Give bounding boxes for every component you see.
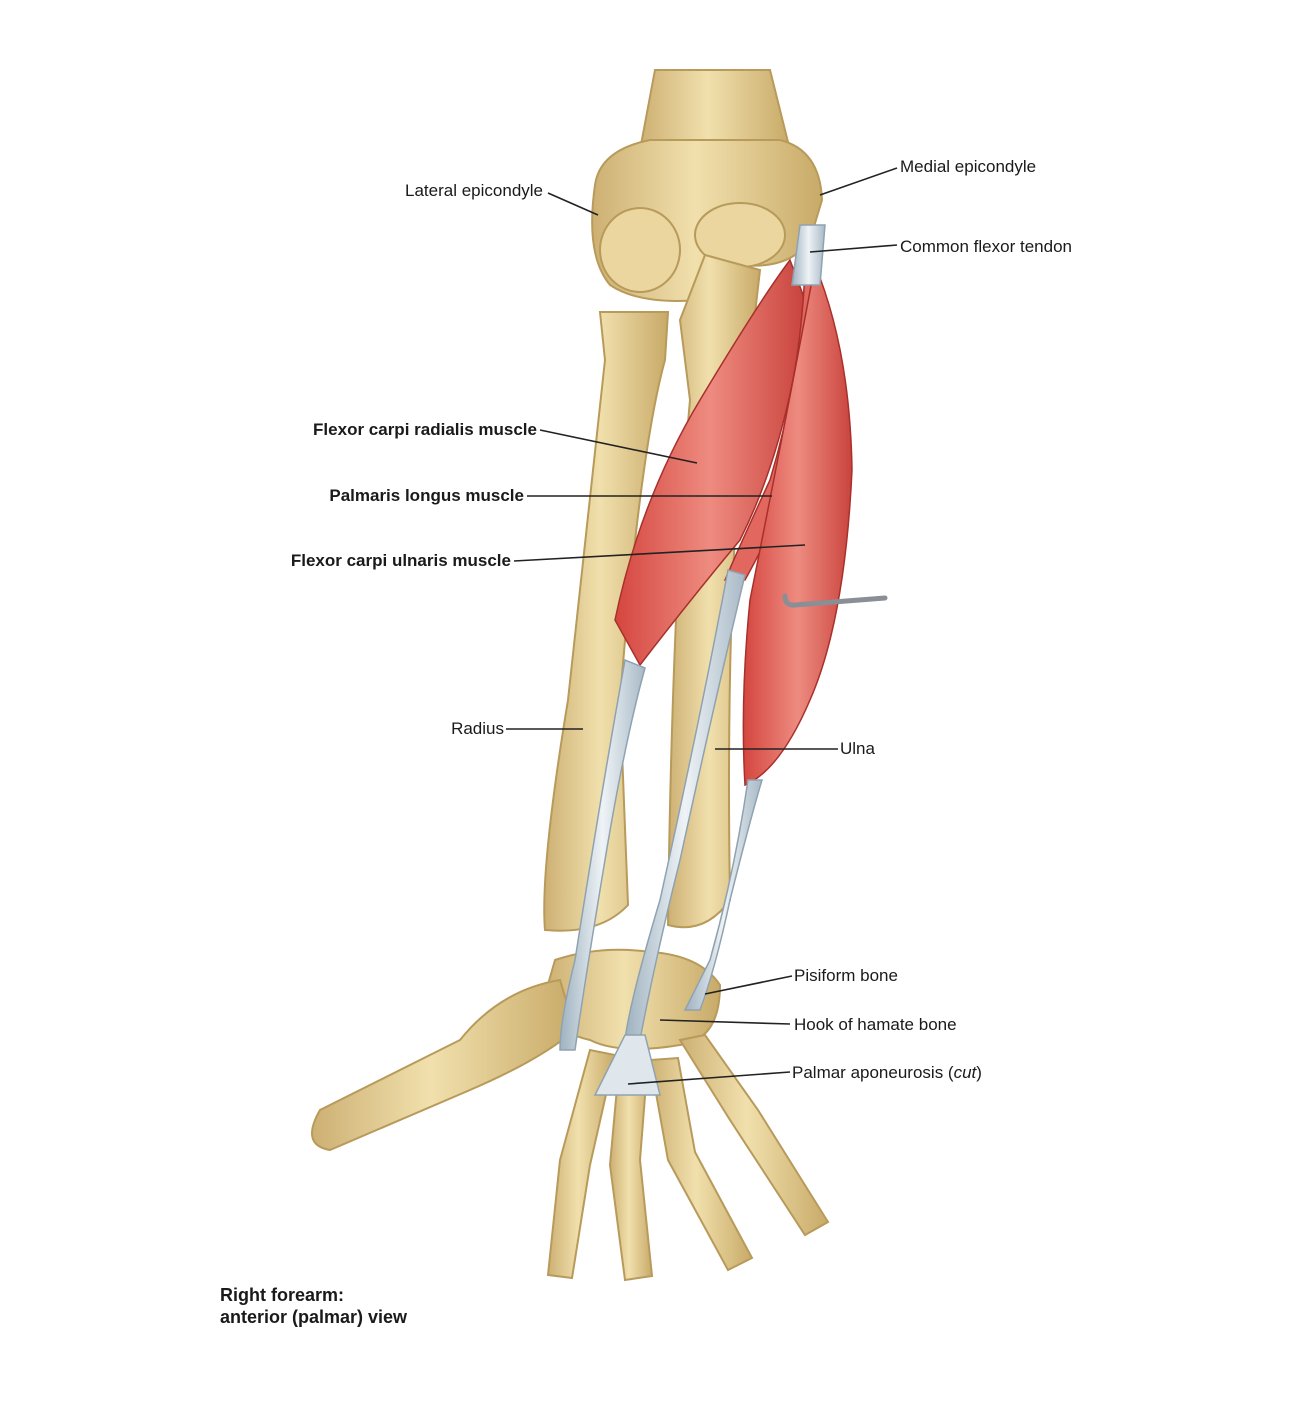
label-pisiform-bone: Pisiform bone xyxy=(794,966,898,985)
label-common-flexor-tendon: Common flexor tendon xyxy=(900,237,1072,256)
humerus-shaft xyxy=(638,69,792,151)
label-hook-of-hamate: Hook of hamate bone xyxy=(794,1015,957,1034)
figure-caption: Right forearm: anterior (palmar) view xyxy=(220,1284,407,1328)
finger-ring xyxy=(648,1056,754,1272)
thumb-bones xyxy=(311,978,577,1152)
label-radius: Radius xyxy=(451,719,504,738)
radius-bone xyxy=(543,311,670,932)
capitulum xyxy=(599,207,681,293)
leader-palmar-aponeurosis xyxy=(627,1071,791,1085)
caption-line-2: anterior (palmar) view xyxy=(220,1307,408,1327)
leader-pisiform xyxy=(704,975,793,995)
leader-common-flexor-tendon xyxy=(809,244,898,253)
label-lateral-epicondyle: Lateral epicondyle xyxy=(405,181,543,200)
retractor-hook xyxy=(782,593,888,608)
fcu-tendon xyxy=(683,779,764,1011)
label-palmar-aponeurosis: Palmar aponeurosis (cut) xyxy=(792,1063,982,1082)
caption-line-1: Right forearm: xyxy=(220,1285,345,1305)
common-flexor-tendon-shape xyxy=(791,224,826,286)
leader-flexor-carpi-radialis xyxy=(539,429,698,464)
leader-lateral-epicondyle xyxy=(547,192,599,216)
leader-hook-of-hamate xyxy=(659,1019,791,1025)
palmar-aponeurosis-shape xyxy=(593,1034,661,1096)
leader-lines xyxy=(506,167,898,1085)
leader-flexor-carpi-ulnaris xyxy=(513,544,806,562)
leader-medial-epicondyle xyxy=(819,167,898,196)
label-palmaris-longus: Palmaris longus muscle xyxy=(329,486,524,505)
label-flexor-carpi-radialis: Flexor carpi radialis muscle xyxy=(313,420,537,439)
palmar-aponeurosis-note: cut xyxy=(953,1063,977,1082)
finger-little xyxy=(678,1033,830,1237)
label-ulna: Ulna xyxy=(840,739,875,758)
palmar-aponeurosis-text: Palmar aponeurosis xyxy=(792,1063,944,1082)
fcr-tendon xyxy=(559,658,646,1051)
label-flexor-carpi-ulnaris: Flexor carpi ulnaris muscle xyxy=(290,551,511,570)
label-medial-epicondyle: Medial epicondyle xyxy=(900,157,1037,176)
flexor-carpi-radialis-belly xyxy=(614,258,806,667)
flexor-carpi-ulnaris-belly xyxy=(742,262,853,787)
